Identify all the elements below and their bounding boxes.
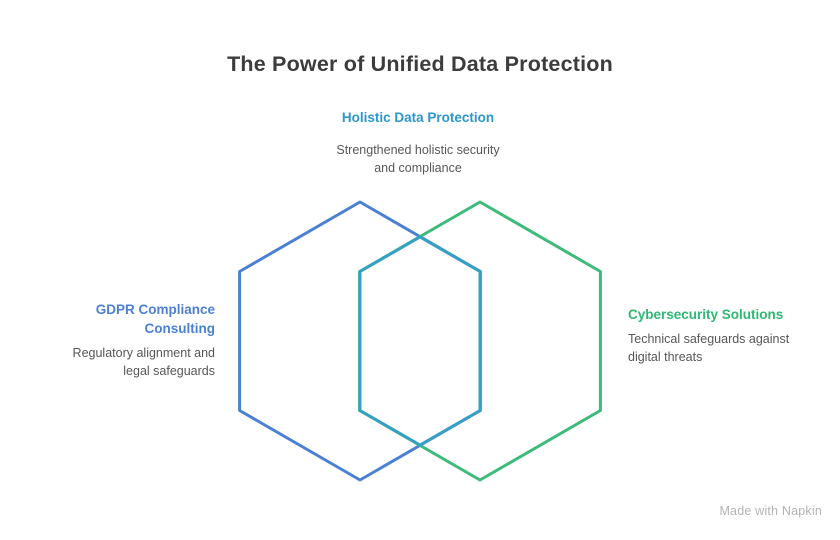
right-set-block: Cybersecurity Solutions Technical safegu… xyxy=(628,305,789,366)
left-set-block: GDPR Compliance Consulting Regulatory al… xyxy=(73,300,215,380)
left-desc-line-2: legal safeguards xyxy=(123,364,215,378)
napkin-watermark: Made with Napkin xyxy=(719,504,822,518)
center-set-label: Holistic Data Protection xyxy=(341,110,495,125)
left-label-line-2: Consulting xyxy=(144,321,216,336)
center-desc-line-2: and compliance xyxy=(374,161,462,175)
center-desc-line-1: Strengthened holistic security xyxy=(336,143,500,157)
overlap-hexagon xyxy=(358,235,482,447)
right-desc-line-1: Technical safeguards against xyxy=(628,332,790,346)
center-set-description: Strengthened holistic security and compl… xyxy=(336,141,499,177)
diagram-title: The Power of Unified Data Protection xyxy=(227,52,613,76)
right-set-description: Technical safeguards against digital thr… xyxy=(628,330,789,366)
right-desc-line-2: digital threats xyxy=(628,350,703,364)
right-set-label: Cybersecurity Solutions xyxy=(628,307,784,322)
left-set-description: Regulatory alignment and legal safeguard… xyxy=(73,344,215,380)
left-desc-line-1: Regulatory alignment and xyxy=(72,346,215,360)
left-label-line-1: GDPR Compliance xyxy=(95,302,215,317)
left-set-label: GDPR Compliance Consulting xyxy=(73,300,215,338)
